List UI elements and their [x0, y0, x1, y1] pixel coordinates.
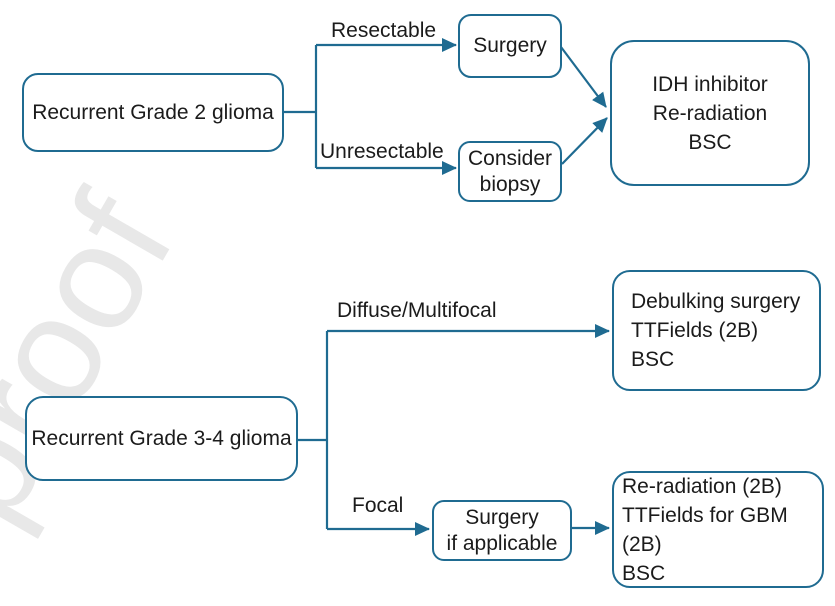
grade2-branch-elbow	[284, 45, 318, 168]
node-surgery: Surgery	[458, 14, 562, 78]
node-focal-outcome: Re-radiation (2B) TTFields for GBM (2B) …	[612, 471, 824, 588]
node-recurrent-grade2-glioma: Recurrent Grade 2 glioma	[22, 73, 284, 152]
node-consider-biopsy: Consider biopsy	[458, 141, 562, 202]
arrow-surgery-to-outcome	[560, 46, 607, 108]
node-grade2-outcome: IDH inhibitor Re-radiation BSC	[610, 40, 810, 186]
branch-label-diffuse-multifocal: Diffuse/Multifocal	[337, 299, 497, 322]
node-surgery-if-applicable: Surgery if applicable	[432, 500, 572, 561]
branch-label-focal: Focal	[352, 494, 404, 517]
branch-label-resectable: Resectable	[331, 19, 437, 42]
branch-label-unresectable: Unresectable	[320, 140, 444, 163]
grade34-branch-elbow	[298, 331, 329, 529]
node-recurrent-grade34-glioma: Recurrent Grade 3-4 glioma	[25, 396, 298, 481]
node-diffuse-outcome: Debulking surgery TTFields (2B) BSC	[612, 270, 821, 391]
arrow-biopsy-to-outcome	[561, 117, 608, 165]
